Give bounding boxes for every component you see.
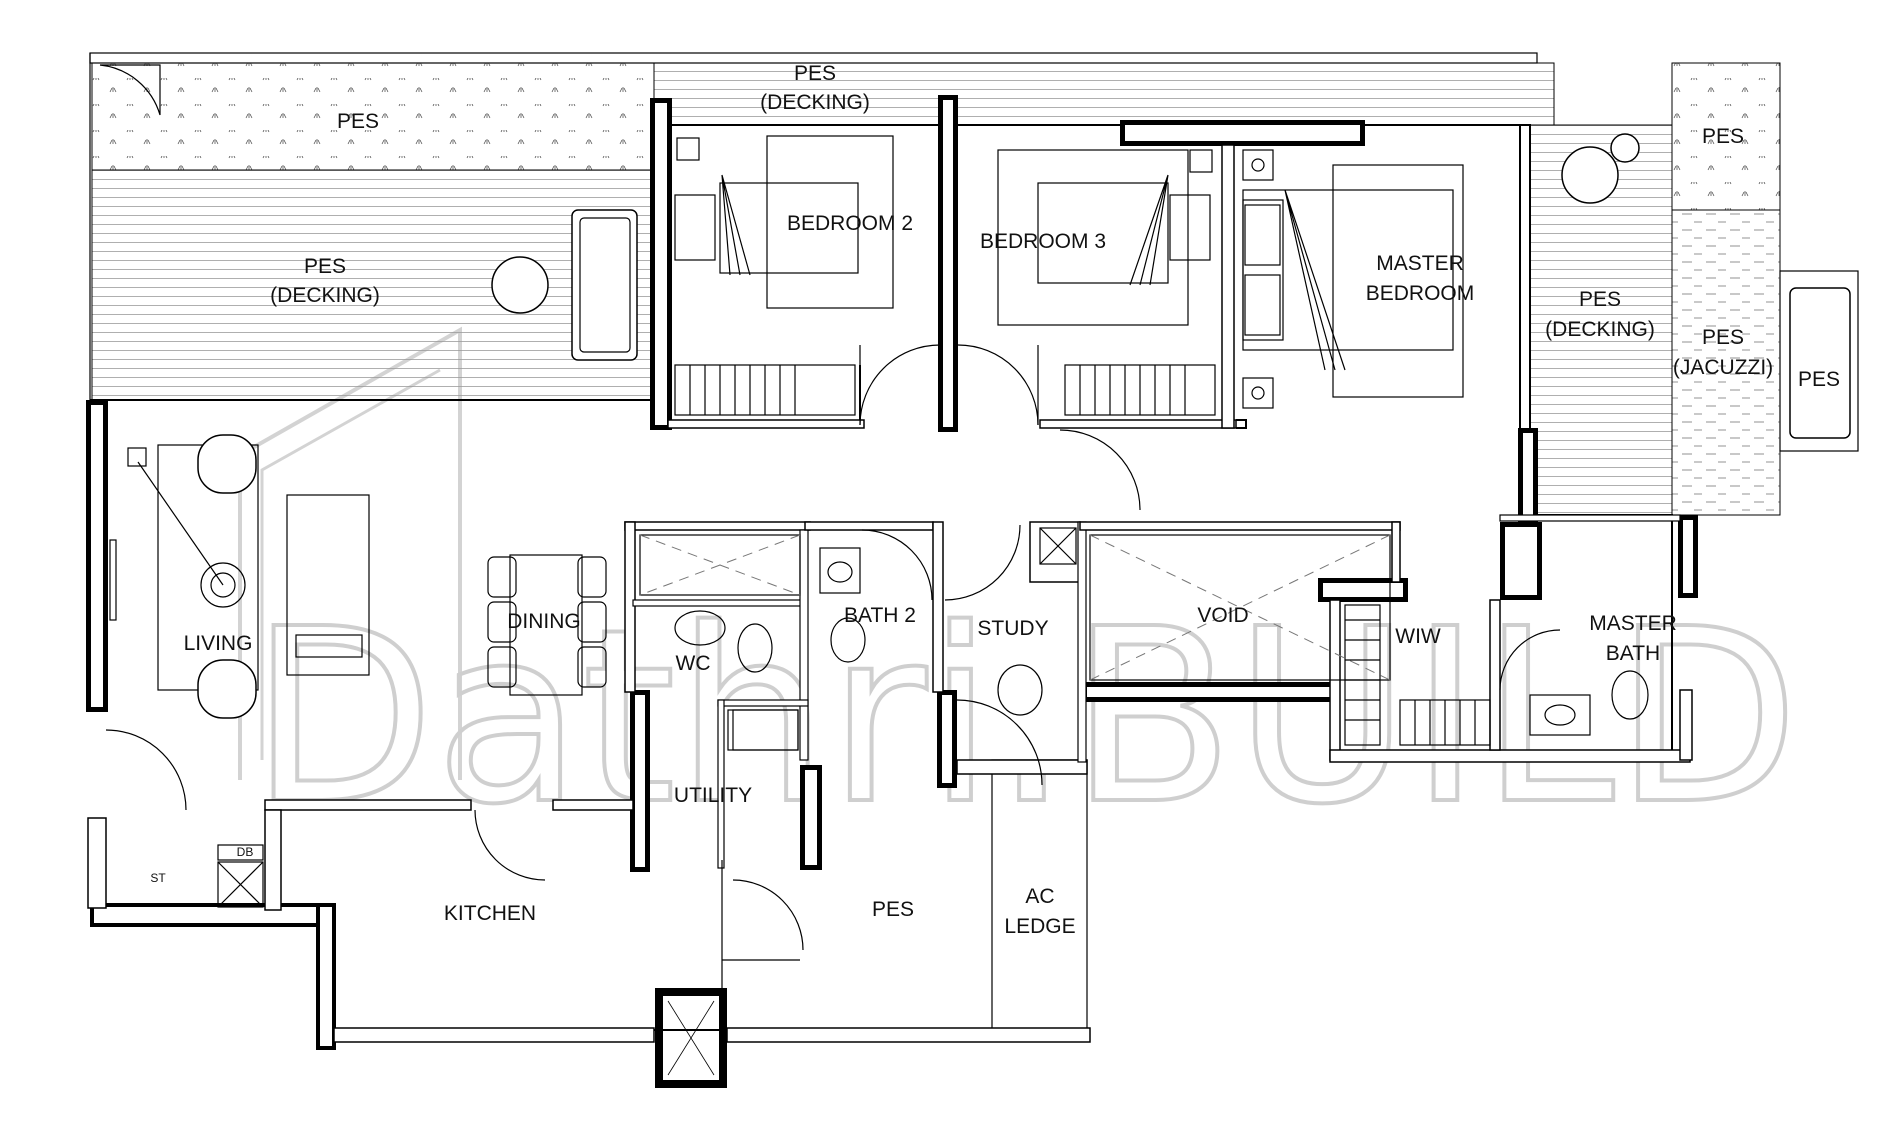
- label-db: DB: [237, 845, 254, 859]
- label-living: LIVING: [184, 632, 253, 655]
- label-master-bedroom-2: BEDROOM: [1366, 282, 1475, 305]
- label-wc: WC: [676, 652, 711, 675]
- outdoor-furniture-left: [99, 64, 638, 361]
- label-master-bath-2: BATH: [1606, 642, 1660, 665]
- label-pes-bottom: PES: [872, 898, 914, 921]
- master-bedroom-furniture: [1242, 149, 1464, 409]
- label-wiw: WIW: [1395, 625, 1441, 648]
- bedroom3-furniture: [997, 149, 1216, 416]
- interior-walls: [87, 125, 1693, 1050]
- label-bedroom3: BEDROOM 3: [980, 230, 1106, 253]
- watermark: Dathri.BUILD: [238, 326, 1801, 859]
- pes-decking-top: [653, 62, 1555, 126]
- label-st: ST: [150, 871, 166, 885]
- label-dining: DINING: [507, 610, 581, 633]
- walls: [86, 95, 1698, 1088]
- bath-fixtures: [639, 527, 1649, 751]
- utility-fixtures: [217, 709, 800, 1030]
- outdoor-furniture-right: [1561, 133, 1851, 439]
- label-pes-top-left: PES: [337, 110, 379, 133]
- label-study: STUDY: [977, 617, 1048, 640]
- room-labels: PES PES (DECKING) PES (DECKING) BEDROOM …: [150, 62, 1840, 938]
- label-kitchen: KITCHEN: [444, 902, 536, 925]
- label-pes-decking-left-1: PES: [304, 255, 346, 278]
- label-master-bath-1: MASTER: [1589, 612, 1677, 635]
- label-bath2: BATH 2: [844, 604, 916, 627]
- living-furniture: [109, 434, 370, 719]
- label-pes-decking-top-1: PES: [794, 62, 836, 85]
- label-pes-decking-top-2: (DECKING): [760, 91, 870, 114]
- label-bedroom2: BEDROOM 2: [787, 212, 913, 235]
- wiw-racks: [1344, 604, 1491, 746]
- pes-decking-left: [91, 169, 655, 401]
- label-ac-ledge-2: LEDGE: [1004, 915, 1075, 938]
- label-utility: UTILITY: [674, 784, 752, 807]
- void-area: [1089, 534, 1391, 681]
- pes-grass-top-left: [91, 62, 655, 171]
- label-ac-ledge-1: AC: [1025, 885, 1054, 908]
- watermark-text: Dathri.BUILD: [250, 577, 1799, 857]
- label-pes-far-right: PES: [1798, 368, 1840, 391]
- label-void: VOID: [1197, 604, 1248, 627]
- label-master-bedroom-1: MASTER: [1376, 252, 1464, 275]
- doors: [105, 344, 1561, 951]
- label-pes-decking-right-1: PES: [1579, 288, 1621, 311]
- label-pes-decking-right-2: (DECKING): [1545, 318, 1655, 341]
- bedroom2-furniture: [674, 135, 894, 416]
- label-pes-top-right: PES: [1702, 125, 1744, 148]
- dining-furniture: [487, 554, 607, 696]
- label-pes-decking-left-2: (DECKING): [270, 284, 380, 307]
- label-pes-jacuzzi-1: PES: [1702, 326, 1744, 349]
- label-pes-jacuzzi-2: (JACUZZI): [1673, 356, 1773, 379]
- pes-jacuzzi: [1671, 209, 1781, 516]
